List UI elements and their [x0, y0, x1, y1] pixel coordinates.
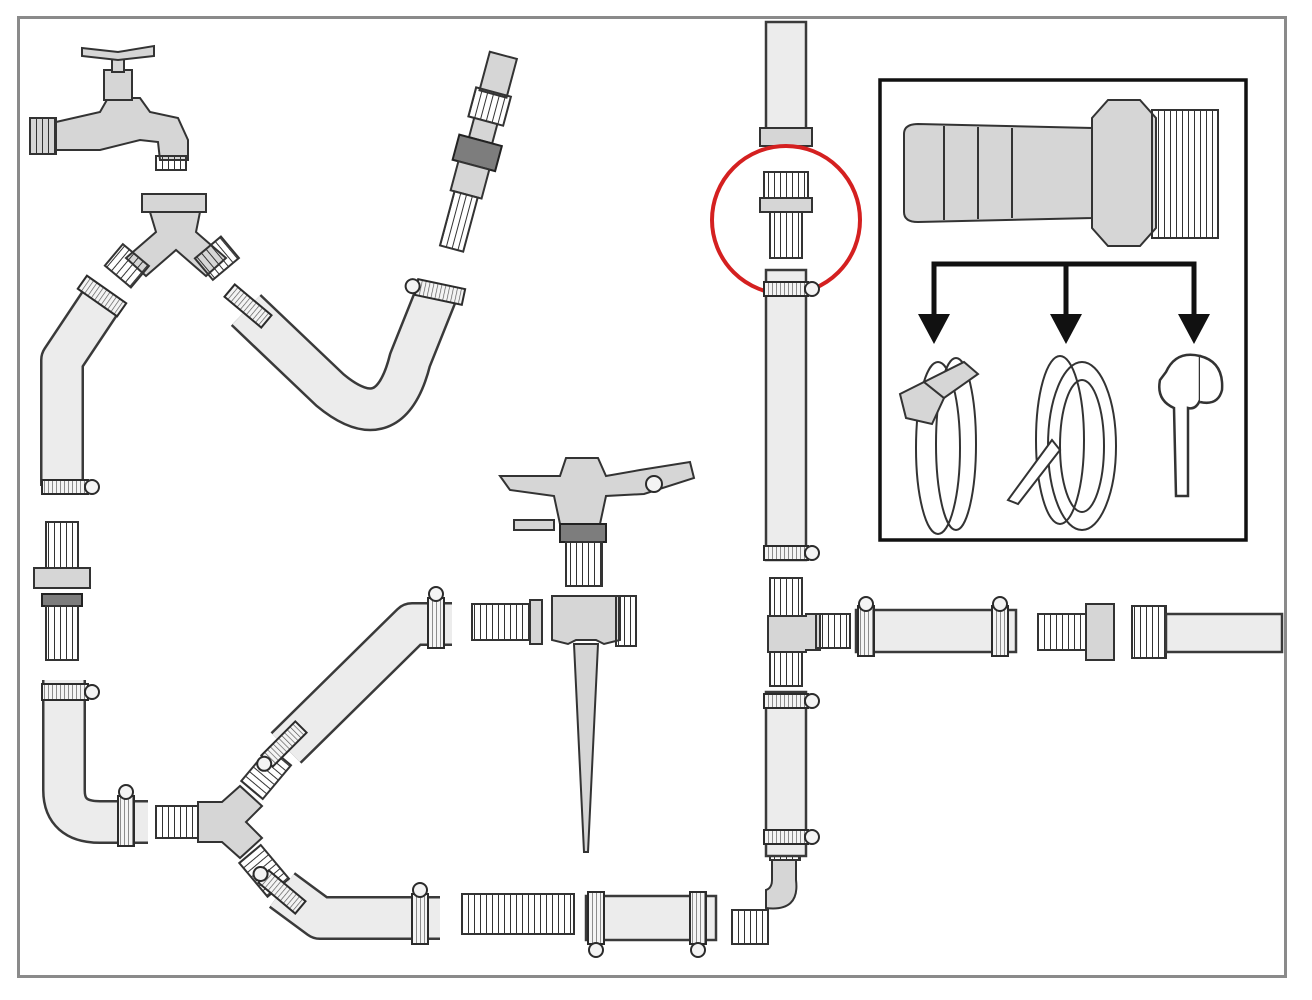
t-connector-icon	[767, 577, 851, 687]
sealing-tape-icon	[1006, 355, 1117, 531]
inset-box	[878, 78, 1248, 542]
hose-segment-lower-left	[41, 680, 148, 847]
hose-segment-bottom	[252, 866, 440, 945]
diagram-frame	[17, 16, 1287, 978]
hose-segment-vertical-top	[759, 20, 813, 147]
hose-barb-adapter-large-icon	[903, 99, 1219, 247]
hose-segment-vertical-bottom	[763, 690, 820, 858]
arrows	[918, 261, 1210, 344]
sprinkler-icon	[471, 457, 696, 853]
hose-segment-vertical-middle	[763, 268, 820, 562]
hose-segment-upper-right	[223, 277, 467, 432]
hose-segment-horizontal-right	[854, 596, 1018, 657]
hose-segment-to-sprinkler	[256, 586, 452, 772]
hose-barb-adapter-highlighted-icon	[710, 144, 862, 296]
straight-connector-icon	[33, 521, 91, 661]
faucet-icon	[29, 44, 189, 171]
elbow-connector-icon	[731, 819, 801, 945]
hose-clamp-icon	[898, 357, 980, 535]
straight-connector-bottom-icon	[461, 893, 575, 935]
hose-segment-upper-left	[40, 274, 128, 495]
hose-barb-adapter-icon	[1037, 603, 1284, 661]
hose-segment-bottom-short	[584, 891, 718, 958]
spray-nozzle-icon	[438, 50, 519, 253]
wrench-icon	[1158, 353, 1224, 498]
y-splitter-icon	[103, 193, 241, 289]
